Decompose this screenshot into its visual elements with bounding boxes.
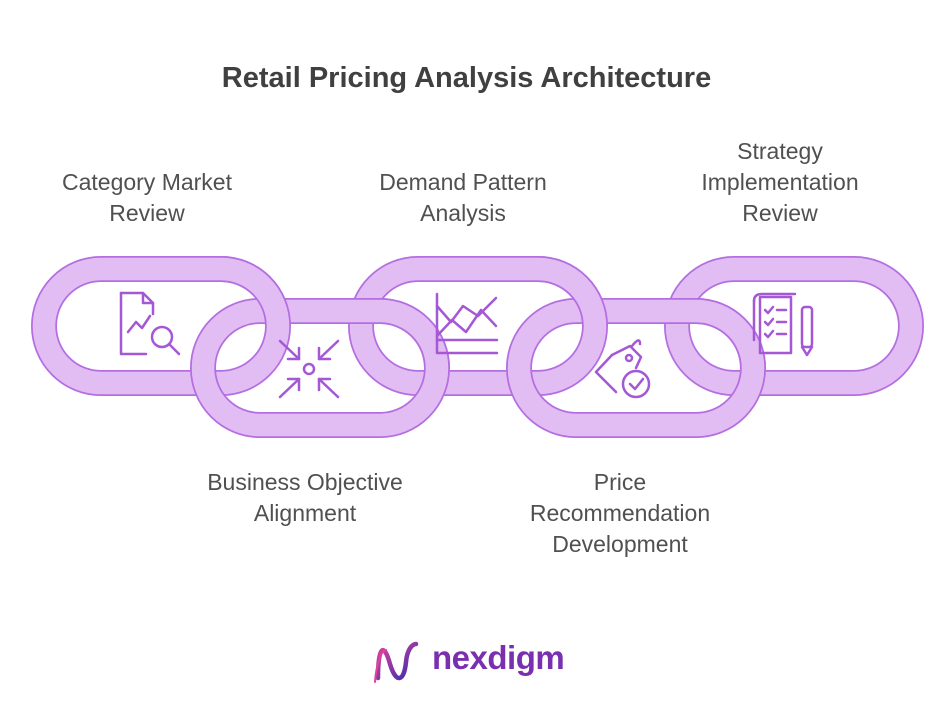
step-label-price-recommendation-development: Price Recommendation Development — [529, 469, 711, 557]
chart-document-search-icon — [119, 291, 181, 356]
converging-arrows-target-icon — [278, 339, 340, 399]
line-chart-icon — [435, 292, 499, 355]
clipboard-checklist-pen-icon — [752, 292, 814, 357]
brand-name: nexdigm — [432, 639, 565, 676]
nexdigm-logo-icon — [374, 641, 419, 683]
price-tag-check-icon — [594, 339, 651, 399]
step-label-business-objective-alignment: Business Objective Alignment — [207, 469, 403, 526]
step-label-strategy-implementation-review: Strategy Implementation Review — [701, 138, 859, 226]
step-label-demand-pattern-analysis: Demand Pattern Analysis — [379, 169, 547, 226]
step-label-category-market-review: Category Market Review — [61, 169, 232, 226]
diagram-title: Retail Pricing Analysis Architecture — [221, 62, 712, 94]
